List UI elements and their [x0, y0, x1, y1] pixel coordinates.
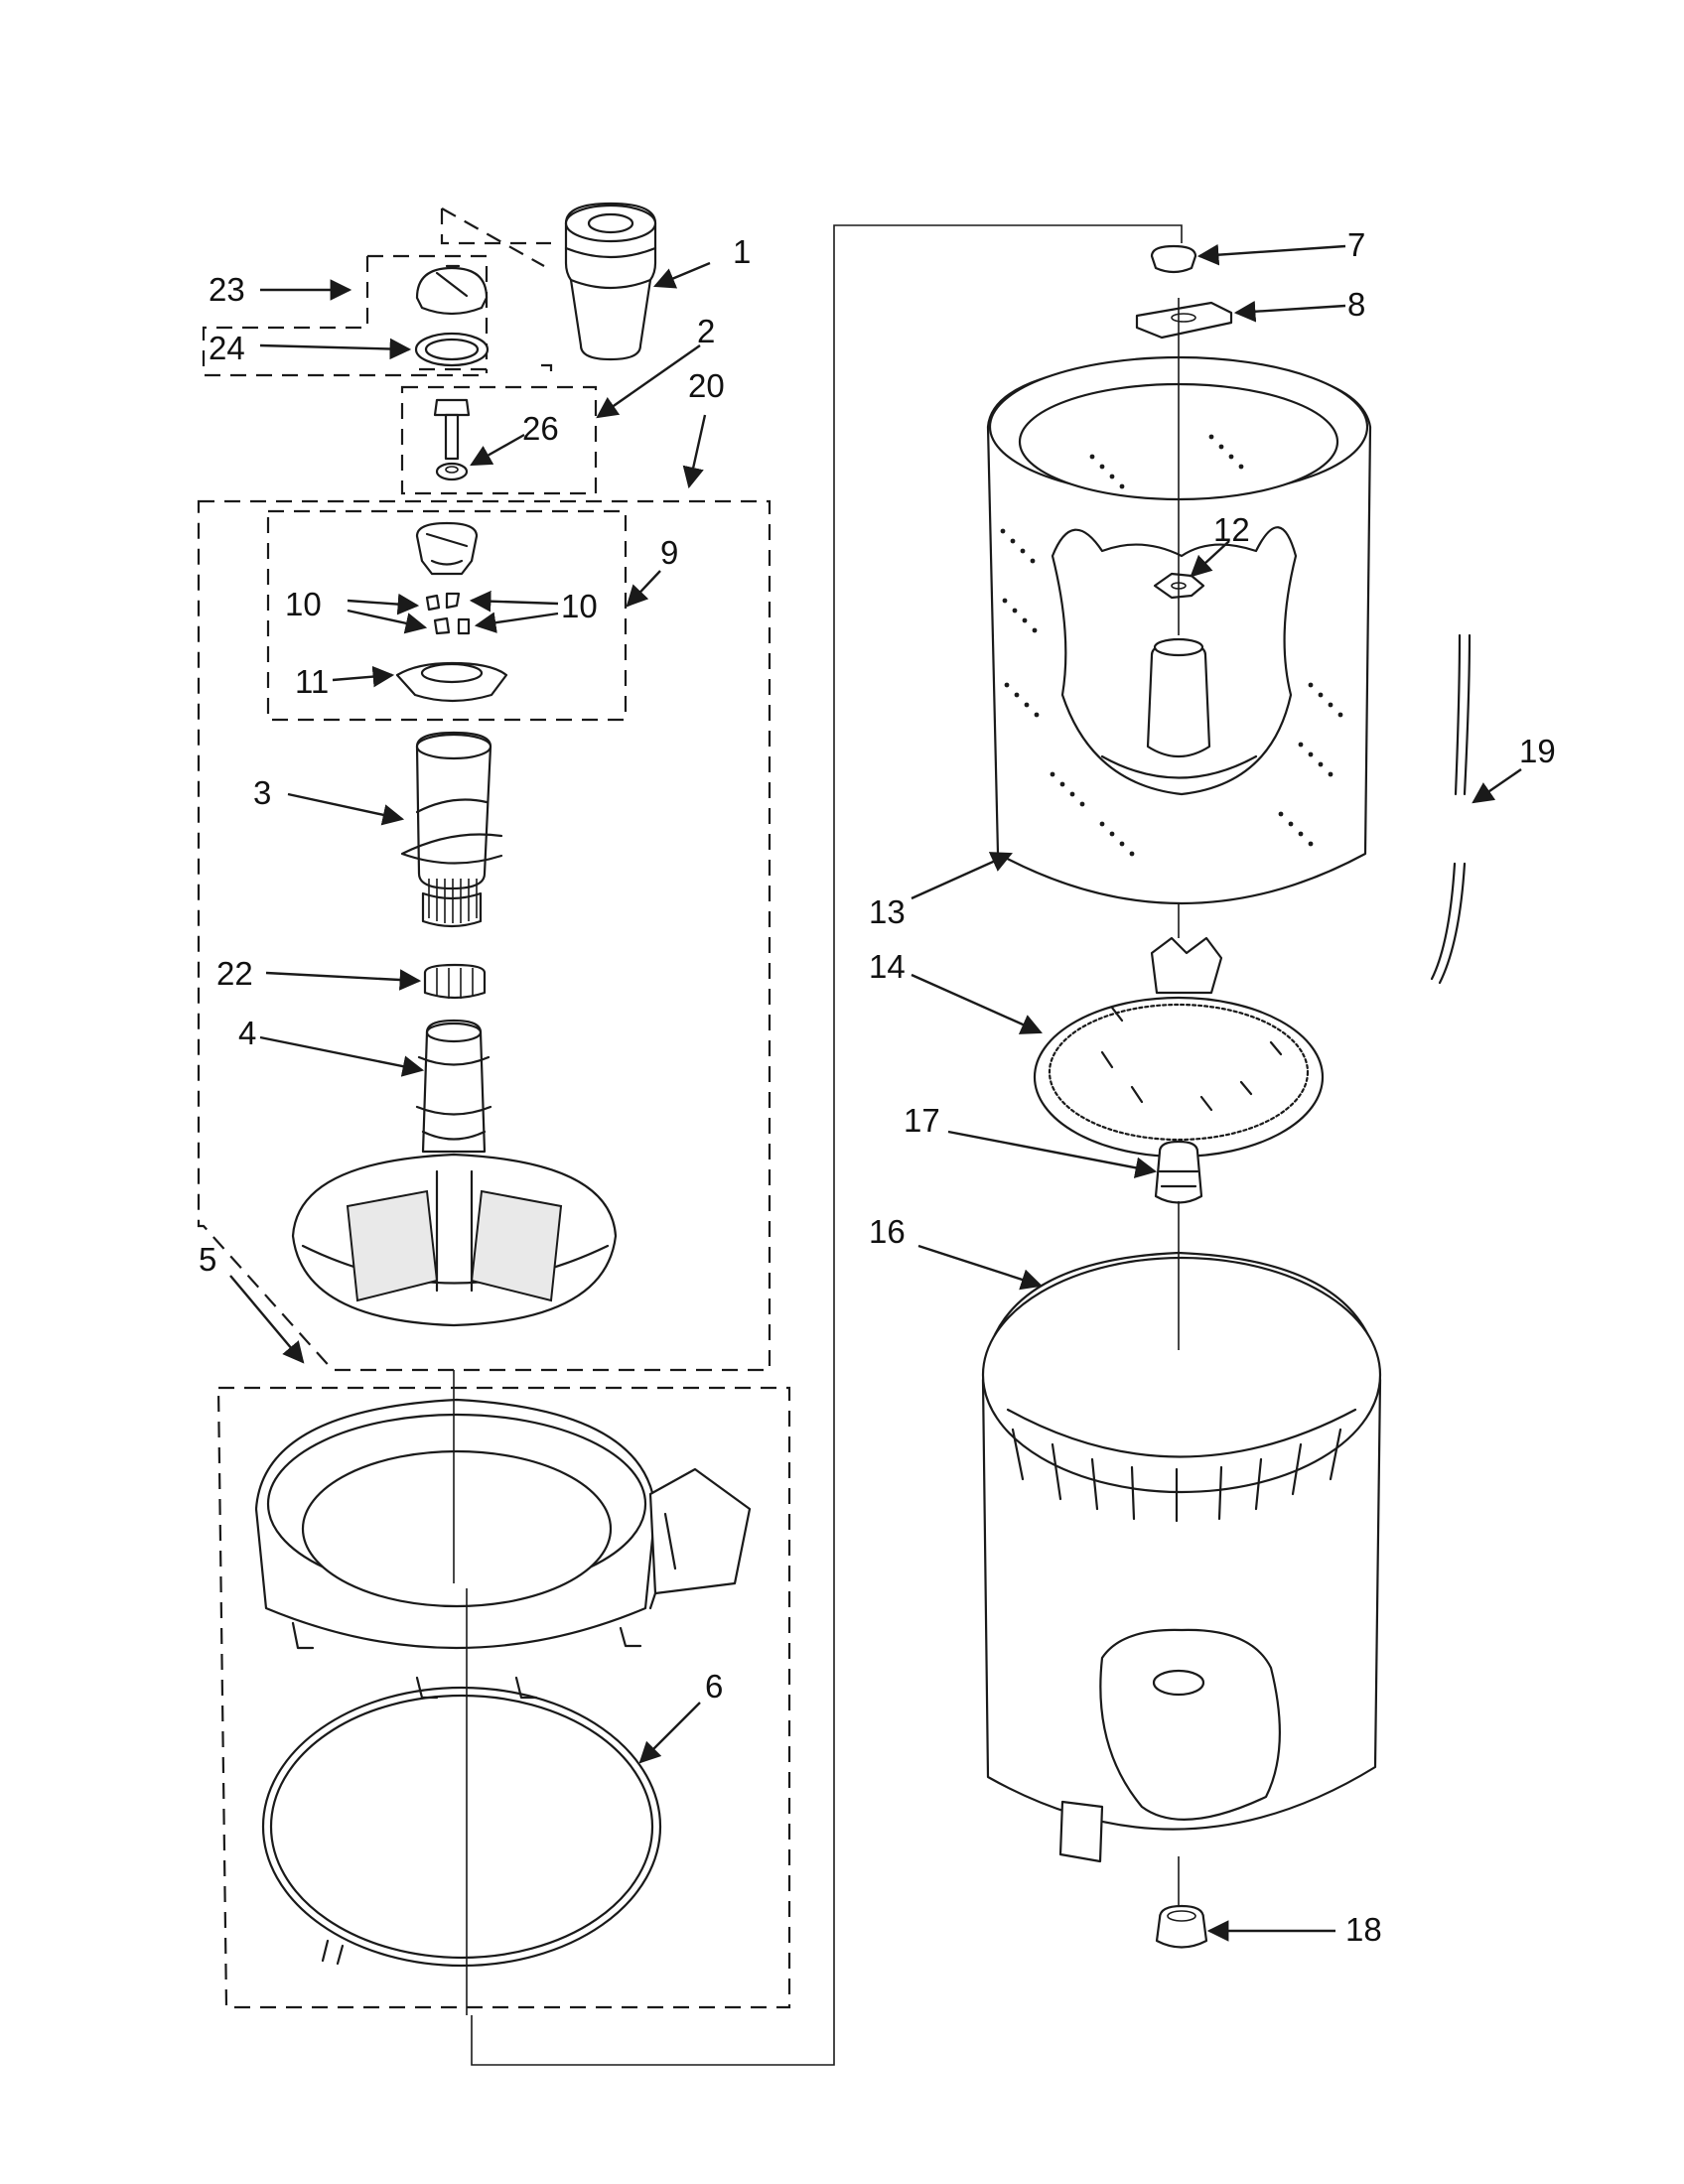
label-part-20: 20	[688, 367, 725, 404]
label-part-24: 24	[209, 330, 245, 366]
dog-part-10	[425, 592, 471, 635]
bearing-part-22	[423, 963, 487, 1000]
label-part-22: 22	[216, 955, 253, 992]
cap-part-23	[415, 264, 489, 316]
bracket-part-8	[1135, 301, 1233, 340]
group-box-2	[400, 385, 598, 495]
label-part-23: 23	[209, 271, 245, 308]
group-box-assembly-right	[471, 224, 1183, 2066]
label-part-16: 16	[869, 1213, 906, 1250]
dog-retainer-part-11	[395, 661, 508, 703]
outer-tub-part-16	[981, 1251, 1382, 1863]
label-part-9: 9	[660, 534, 678, 571]
label-part-1: 1	[733, 233, 751, 270]
label-part-6: 6	[705, 1668, 723, 1705]
hose-part-19	[1430, 633, 1472, 985]
label-part-10-left: 10	[285, 586, 322, 622]
seal-ring-part-24	[414, 332, 490, 367]
group-box-23	[367, 254, 489, 371]
label-part-26: 26	[522, 410, 559, 447]
label-part-11: 11	[295, 663, 329, 700]
group-box-9	[266, 509, 628, 722]
group-box-20	[197, 499, 772, 1372]
label-part-19: 19	[1519, 733, 1556, 769]
clip-part-7	[1150, 244, 1197, 274]
dispenser-cup-part-1	[564, 202, 657, 361]
label-part-4: 4	[238, 1015, 256, 1051]
clamp-ring-part-6	[261, 1686, 662, 1968]
basket-perforations	[1000, 434, 1343, 857]
washer-part-26	[435, 462, 469, 481]
label-part-5: 5	[199, 1241, 216, 1278]
leader-arrows	[229, 243, 1522, 1942]
agitator-auger-part-3	[400, 731, 503, 928]
label-part-10-right: 10	[561, 588, 598, 624]
label-part-14: 14	[869, 948, 906, 985]
label-part-8: 8	[1347, 286, 1365, 323]
label-part-3: 3	[253, 774, 271, 811]
label-part-7: 7	[1347, 226, 1365, 263]
agitator-cam-part-9	[415, 521, 479, 576]
drive-hub-part-4	[291, 1019, 618, 1327]
bolt-part-2	[433, 398, 471, 461]
group-box-24	[202, 256, 489, 377]
label-part-12: 12	[1213, 511, 1250, 548]
label-part-2: 2	[697, 313, 715, 349]
tub-ring-part-5	[254, 1398, 752, 1700]
label-part-17: 17	[904, 1102, 940, 1139]
group-box-1	[440, 207, 553, 375]
group-box-5	[216, 1386, 791, 2009]
drain-plug-part-18	[1155, 1904, 1208, 1949]
drive-ring-part-14	[1033, 936, 1325, 1159]
label-part-18: 18	[1345, 1911, 1382, 1948]
label-part-13: 13	[869, 893, 906, 930]
coupling-part-17	[1154, 1140, 1203, 1204]
